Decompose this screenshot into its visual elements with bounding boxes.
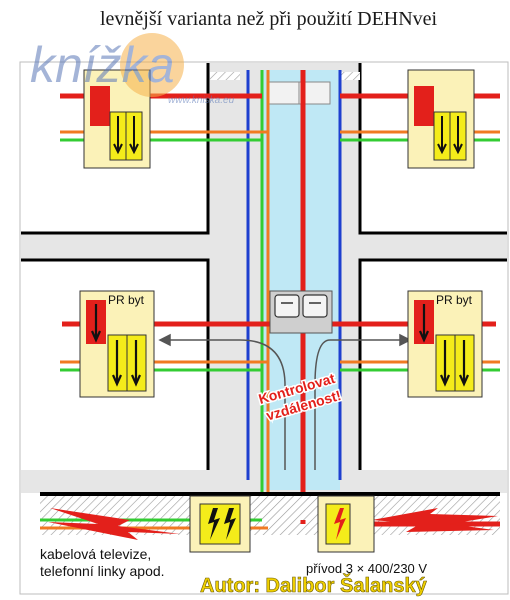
pr-board-mid-right xyxy=(407,290,483,398)
author-credit: Autor: Dalibor Šalanský xyxy=(200,573,428,597)
meter-boxes xyxy=(269,290,333,334)
header-text: levnější varianta než při použití DEHNve… xyxy=(100,8,438,30)
watermark-url: www.kniska.eu xyxy=(168,95,235,106)
spd-box-left xyxy=(189,495,251,553)
watermark-logo: knížka www.kniska.eu xyxy=(30,33,235,106)
label-supply: přívod 3 × 400/230 V xyxy=(306,561,427,576)
pr-label-left: PR byt xyxy=(108,293,145,307)
pr-board-top-right xyxy=(407,69,475,169)
distance-arrows xyxy=(158,333,412,470)
pr-board-mid-left xyxy=(79,290,155,398)
surge-bolt-right xyxy=(372,508,498,532)
surge-bolt-left xyxy=(48,508,180,540)
label-telephone-lines: telefonní linky apod. xyxy=(40,563,165,579)
spd-box-right xyxy=(317,495,375,553)
label-cable-tv: kabelová televize, xyxy=(40,546,151,562)
watermark-logo-text: knížka xyxy=(30,37,175,93)
pr-label-right: PR byt xyxy=(436,293,473,307)
